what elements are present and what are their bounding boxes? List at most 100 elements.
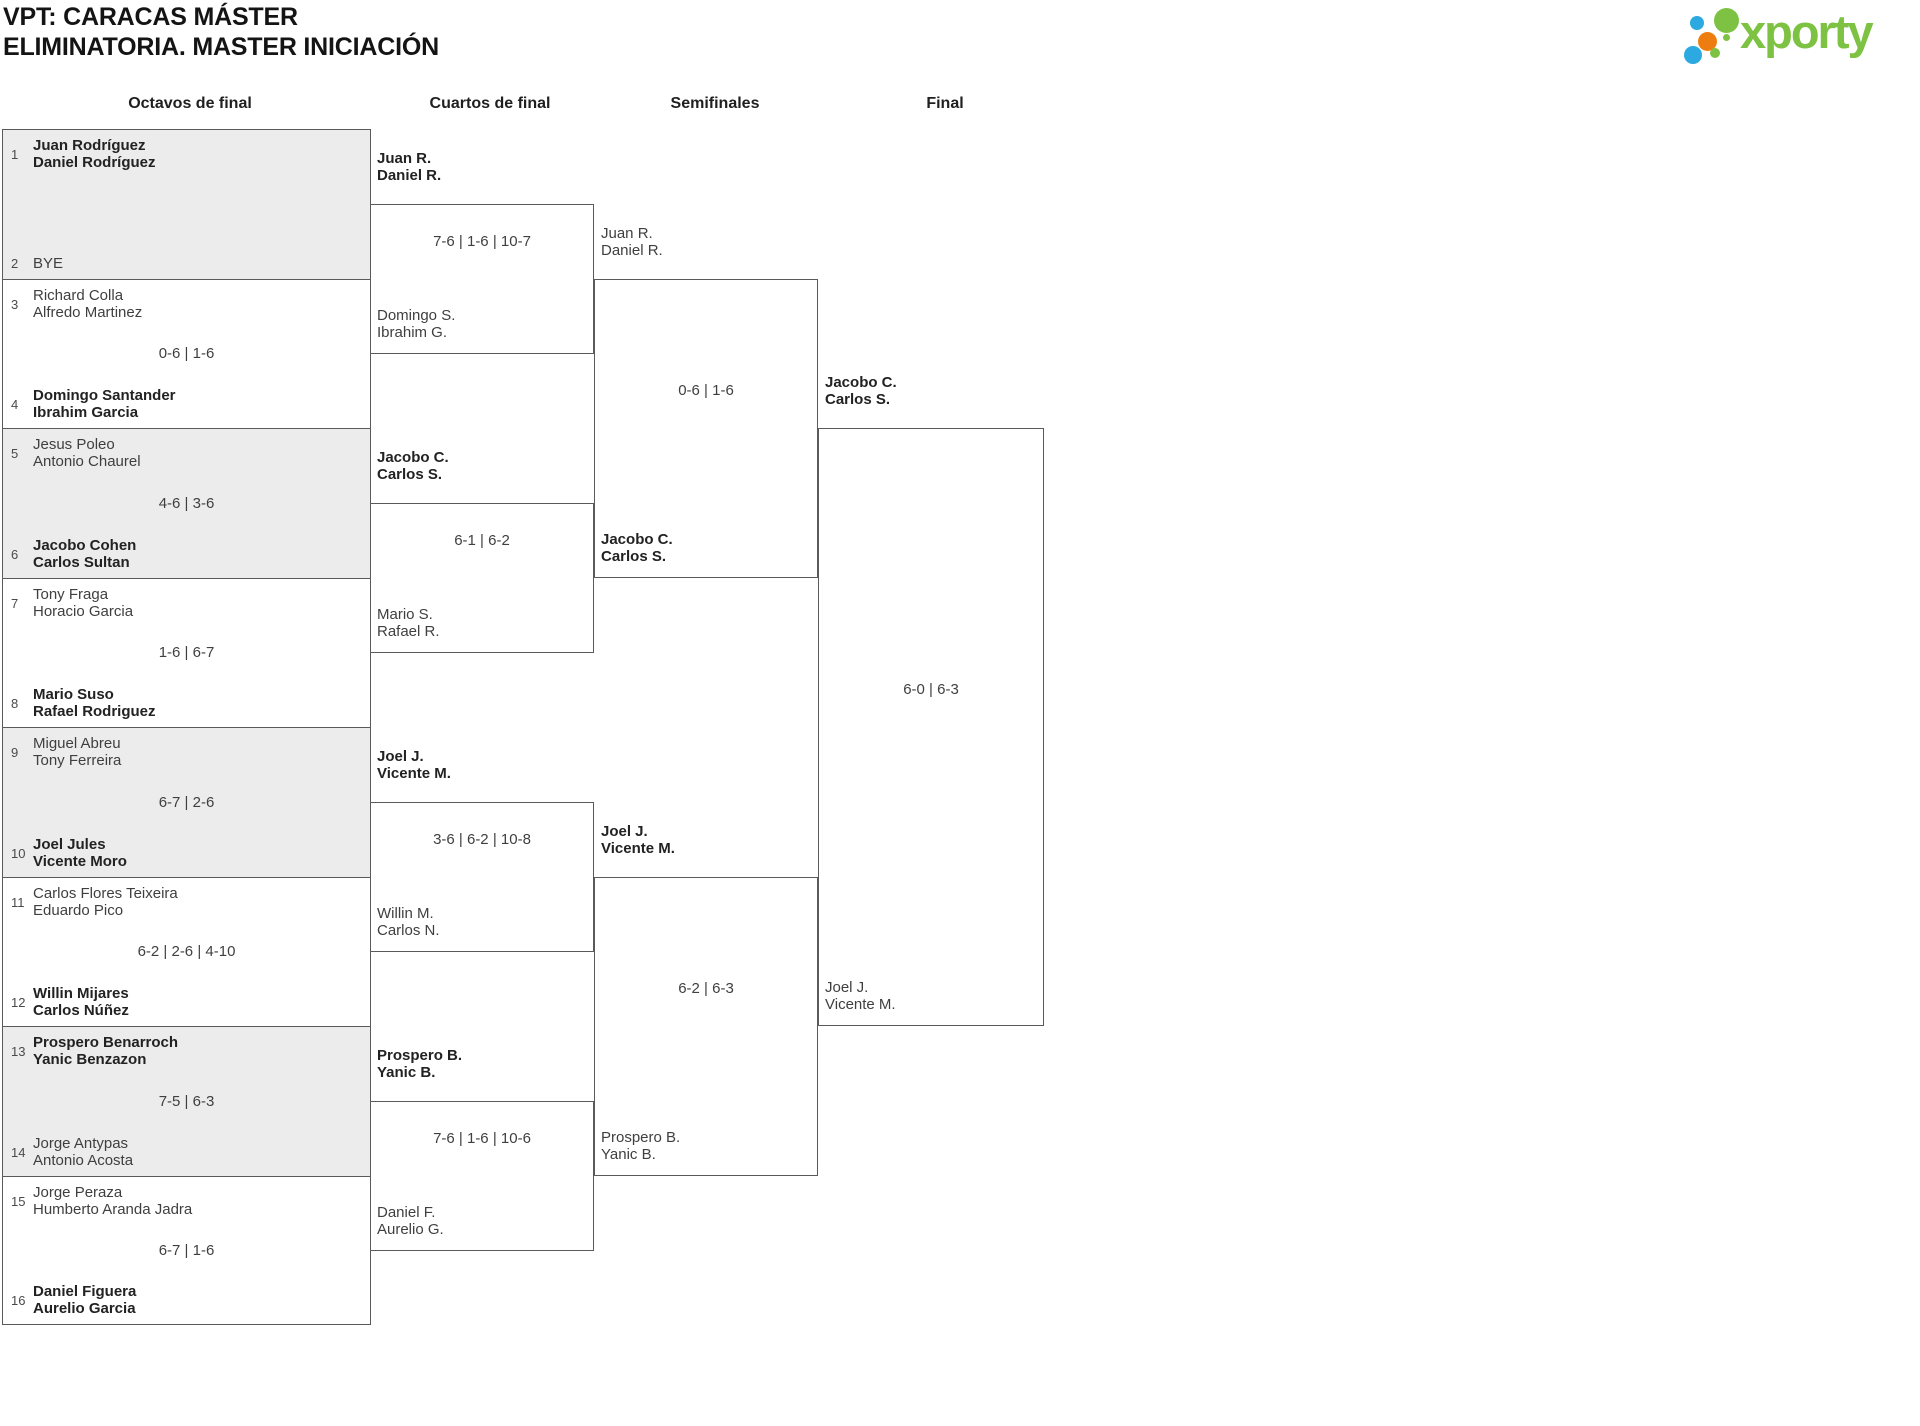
logo-dot-green-small — [1710, 48, 1720, 58]
team-label: Joel J.Vicente M. — [601, 823, 675, 857]
team-label: Prospero B.Yanic B. — [377, 1047, 463, 1081]
match-score — [11, 204, 362, 222]
match-score: 4-6 | 3-6 — [158, 494, 215, 512]
match-score: 7-6 | 1-6 | 10-6 — [433, 1130, 531, 1147]
match-box-qf-4 — [370, 1101, 594, 1251]
seed-number: 8 — [11, 695, 19, 711]
match-box-qf-1 — [370, 204, 594, 354]
seed-number: 15 — [11, 1193, 26, 1209]
match-score: 7-6 | 1-6 | 10-7 — [433, 233, 531, 250]
team-label: Willin M.Carlos N. — [377, 905, 440, 939]
team-label: Juan R.Daniel R. — [377, 150, 442, 184]
team-label: Jacobo C.Carlos S. — [825, 374, 897, 408]
team-names: BYE — [33, 255, 64, 272]
team-label: Prospero B.Yanic B. — [601, 1129, 681, 1163]
seed-number: 10 — [11, 845, 26, 861]
tournament-title-line2: ELIMINATORIA. MASTER INICIACIÓN — [3, 33, 439, 61]
seed-number: 5 — [11, 445, 19, 461]
seed-number: 11 — [11, 894, 25, 910]
match-score: 6-1 | 6-2 — [454, 532, 510, 549]
match-box-sf-2 — [594, 877, 818, 1176]
round-header-final: Final — [926, 95, 964, 112]
team-label: Daniel F.Aurelio G. — [377, 1204, 444, 1238]
seed-number: 14 — [11, 1144, 26, 1160]
match-score: 6-7 | 2-6 — [158, 793, 215, 811]
team-entry: 2 BYE — [11, 255, 362, 272]
match-box-qf-3 — [370, 802, 594, 952]
round-header-semifinales: Semifinales — [670, 95, 760, 112]
match-box-qf-2 — [370, 503, 594, 653]
seed-number: 13 — [11, 1043, 26, 1059]
seed-number: 16 — [11, 1292, 26, 1308]
team-label: Joel J.Vicente M. — [377, 748, 451, 782]
match-score: 3-6 | 6-2 | 10-8 — [433, 831, 531, 848]
logo-wordmark: xporty — [1740, 5, 1874, 58]
logo-dot-green-tiny — [1723, 34, 1730, 41]
team-label: Joel J.Vicente M. — [825, 979, 896, 1013]
match-score: 6-2 | 6-3 — [678, 980, 734, 997]
logo-dot-blue-small — [1690, 16, 1704, 30]
logo-dot-green-large — [1714, 8, 1739, 33]
match-score: 6-7 | 1-6 — [158, 1241, 215, 1259]
seed-number: 12 — [11, 994, 26, 1010]
team-label: Domingo S.Ibrahim G. — [377, 307, 456, 341]
logo-dot-orange — [1698, 32, 1717, 51]
match-score: 6-0 | 6-3 — [903, 681, 959, 698]
round-header-cuartos: Cuartos de final — [429, 95, 551, 112]
seed-number: 4 — [11, 396, 19, 412]
seed-number: 9 — [11, 744, 19, 760]
seed-number: 3 — [11, 296, 19, 312]
team-label: Mario S.Rafael R. — [377, 606, 440, 640]
match-score: 0-6 | 1-6 — [678, 382, 734, 399]
team-label: Jacobo C.Carlos S. — [601, 531, 673, 565]
logo-dot-blue-medium — [1684, 46, 1702, 64]
xporty-logo[interactable]: xporty — [1680, 4, 1912, 64]
team-label: Juan R.Daniel R. — [601, 225, 663, 259]
seed-number: 1 — [11, 146, 19, 162]
round-header-octavos: Octavos de final — [128, 95, 252, 112]
match-box-final — [818, 428, 1044, 1026]
tournament-title-line1: VPT: CARACAS MÁSTER — [3, 3, 298, 31]
seed-number: 2 — [11, 256, 19, 271]
match-score: 6-2 | 2-6 | 4-10 — [137, 943, 236, 960]
match-box-sf-1 — [594, 279, 818, 578]
